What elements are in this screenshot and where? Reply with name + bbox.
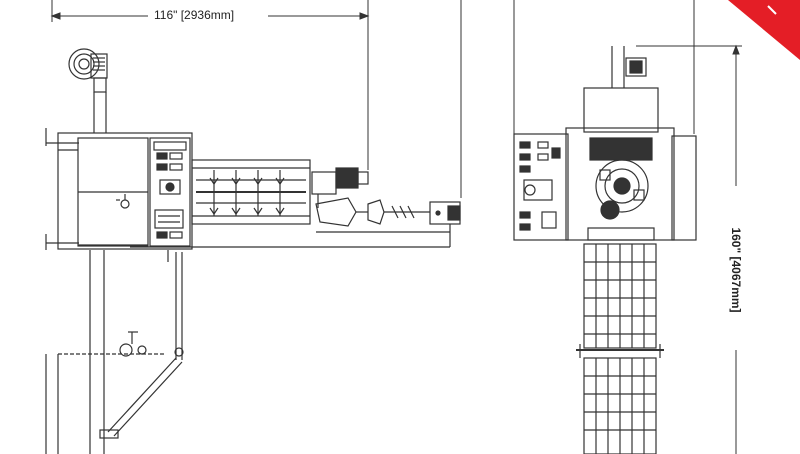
overall-height-label: 160" [4067mm] xyxy=(729,223,743,317)
conveyor-tunnel xyxy=(191,159,311,225)
width-dimension-line xyxy=(50,0,462,198)
drum-assembly xyxy=(587,137,655,241)
height-dimension-line xyxy=(636,44,742,454)
corner-ribbon xyxy=(728,0,800,60)
frame-rails xyxy=(45,128,79,250)
front-control-panel xyxy=(519,141,561,231)
exhaust-stack xyxy=(93,92,107,133)
main-body xyxy=(513,127,697,241)
upper-housing xyxy=(583,87,659,133)
blower-fan xyxy=(68,48,108,93)
drive-motor xyxy=(311,167,369,208)
side-view xyxy=(45,0,462,454)
door-handle xyxy=(116,194,130,209)
control-column xyxy=(149,137,191,247)
overall-width-label: 116" [2936mm] xyxy=(150,8,239,22)
base-rail xyxy=(130,224,451,248)
support-legs xyxy=(45,250,184,454)
conveyor-grid xyxy=(576,243,664,454)
discharge-funnel xyxy=(315,197,461,227)
top-motor xyxy=(611,46,647,88)
front-view xyxy=(513,0,742,454)
